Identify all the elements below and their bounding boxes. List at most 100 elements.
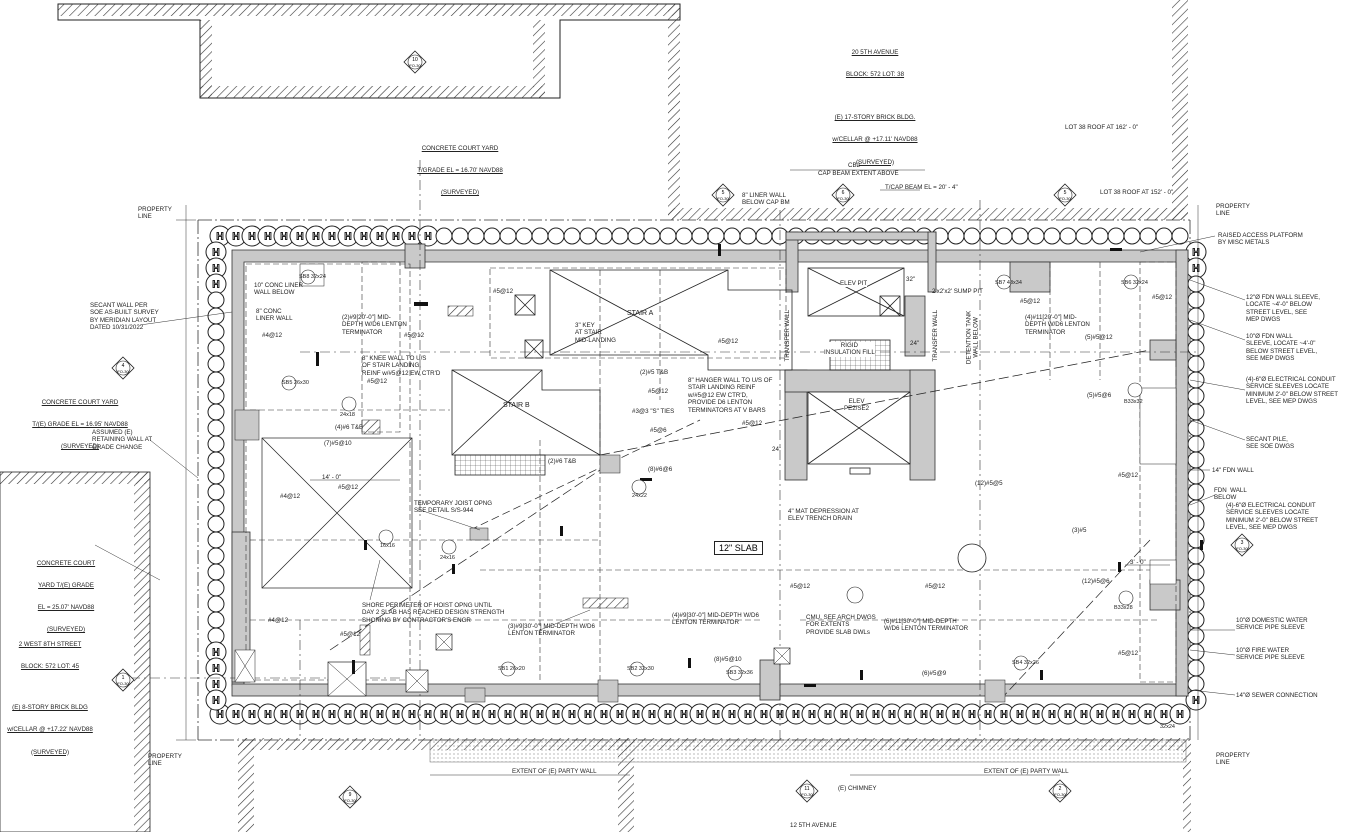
conduit-note-2: (4)-6"Ø ELECTRICAL CONDUIT SERVICE SLEEV…	[1226, 502, 1319, 532]
secant-pile	[1187, 579, 1205, 597]
secant-pile-mark: H	[1048, 710, 1055, 721]
shore-perimeter-note: SHORE PERIMETER OF HOIST OPNG UNTIL DAY …	[362, 602, 505, 624]
rebar-label: #5@12	[718, 338, 739, 345]
secant-pile	[207, 403, 225, 421]
north-bldg-surveyed: (SURVEYED)	[855, 158, 895, 166]
fire-water-note: 10"Ø FIRE WATER SERVICE PIPE SLEEVE	[1236, 647, 1305, 662]
secant-pile-mark: H	[424, 710, 431, 721]
domestic-water-note: 10"Ø DOMESTIC WATER SERVICE PIPE SLEEVE	[1236, 617, 1308, 632]
pier-tag-circle	[300, 269, 316, 285]
secant-pile	[207, 435, 225, 453]
rebar-label: #5@12	[1020, 298, 1041, 305]
section-callout-sheet: FO-30	[1054, 792, 1066, 797]
hatched-elements	[234, 263, 1177, 703]
secant-pile-mark: H	[536, 710, 543, 721]
transfer-wall-left: TRANSFER WALL	[784, 309, 792, 362]
secant-pile	[1187, 515, 1205, 533]
secant-pile-mark: H	[584, 710, 591, 721]
section-callout-number: 2	[1059, 786, 1062, 792]
west-building-outline	[0, 471, 151, 832]
secant-pile-mark: H	[344, 232, 351, 243]
pile-tag-14: 16x16	[380, 543, 395, 549]
section-callout-circle	[1234, 537, 1250, 553]
pier-tag-circle	[631, 479, 647, 495]
west-line5: (SURVEYED)	[30, 748, 70, 756]
secant-pile-mark: H	[712, 710, 719, 721]
west-line1: 2 WEST 8TH STREET	[18, 640, 82, 648]
secant-pile-mark: H	[664, 710, 671, 721]
rebar-label: (8)#5@10	[714, 656, 742, 663]
north-bldg-line2: w/CELLAR @ +17.11' NAVD88	[832, 136, 918, 144]
knee-wall-note: 8" KNEE WALL TO U/S OF STAIR LANDING, RE…	[362, 355, 441, 377]
secant-pile-mark: H	[920, 710, 927, 721]
secant-pile-mark: H	[872, 710, 879, 721]
secant-pile	[1187, 483, 1205, 501]
secant-pile-mark: H	[824, 710, 831, 721]
pile-tag-6: B33x28	[1114, 605, 1133, 611]
pier-tag-circle	[500, 661, 516, 677]
section-callout-sheet: FO-30	[117, 681, 129, 686]
secant-pile	[435, 227, 453, 245]
secant-pile-mark: H	[232, 710, 239, 721]
mid-depth-3-note: (3)#9[30'-0"] MID-DEPTH W/D6 LENTON TERM…	[508, 623, 595, 638]
west-line2: BLOCK: 572 LOT: 45	[20, 663, 80, 671]
stair-a	[514, 269, 793, 371]
dimension-lines	[176, 205, 1199, 776]
fdn-wall-below-note: FDN WALL BELOW	[1214, 487, 1247, 502]
secant-pile	[467, 227, 485, 245]
secant-pile	[643, 227, 661, 245]
secant-pile-mark: H	[424, 232, 431, 243]
lot38-roof-162: LOT 38 ROOF AT 162' - 0"	[1065, 124, 1139, 131]
s-ties-note: #3@3 "S" TIES	[632, 408, 675, 415]
secant-pile	[207, 355, 225, 373]
secant-pile	[1011, 227, 1029, 245]
secant-pile	[675, 227, 693, 245]
secant-pile-mark: H	[312, 710, 319, 721]
secant-pile	[207, 483, 225, 501]
secant-pile	[531, 227, 549, 245]
secant-pile	[1187, 323, 1205, 341]
secant-pile-mark: H	[1064, 710, 1071, 721]
secant-pile-mark: H	[1176, 710, 1183, 721]
secant-pile-mark: H	[376, 232, 383, 243]
dimension-3ft: 3' - 0"	[1130, 559, 1146, 566]
court-top-line3: (SURVEYED)	[440, 189, 480, 197]
secant-pile	[659, 227, 677, 245]
secant-pile-mark: H	[216, 232, 223, 243]
rigid-insulation-label: RIGID INSULATION FILL	[824, 342, 875, 357]
secant-pile-mark: H	[632, 710, 639, 721]
secant-pile-mark: H	[744, 710, 751, 721]
stair-a-label: STAIR A	[627, 310, 654, 317]
detention-wall-label: DETENTION TANK WALL BELOW	[965, 310, 980, 365]
secant-pile-mark: H	[1016, 710, 1023, 721]
pier-tag-circle	[341, 396, 357, 412]
court-yard-top: CONCRETE COURT YARD T/GRADE EL = 16.70' …	[400, 130, 520, 204]
secant-pile	[1187, 659, 1205, 677]
secant-pile-mark: H	[792, 710, 799, 721]
raised-access-note: RAISED ACCESS PLATFORM BY MISC METALS	[1218, 232, 1303, 247]
pier-tag-circle	[1118, 590, 1134, 606]
sleeve-10-note: 10"Ø FDN WALL SLEEVE, LOCATE ~4'-0" BELO…	[1246, 333, 1318, 363]
secant-pile-mark: H	[1112, 710, 1119, 721]
secant-pile-mark: H	[1160, 710, 1167, 721]
secant-pile	[947, 227, 965, 245]
dimension-32in: 32"	[906, 276, 916, 283]
secant-pile-mark: H	[648, 710, 655, 721]
rebar-label: (3)#5	[1072, 527, 1087, 534]
rebar-label: (6)#5@9	[922, 670, 947, 677]
secant-pile	[207, 499, 225, 517]
secant-pile-mark: H	[212, 680, 219, 691]
north-address: 20 5TH AVENUE	[851, 48, 899, 56]
secant-pile	[499, 227, 517, 245]
temp-joist-note: TEMPORARY JOIST OPNG SEE DETAIL S/S-944	[414, 500, 493, 515]
rebar-label: #5@12	[648, 388, 669, 395]
mid-depth-4b-note: (4)#11[20'-0"] MID- DEPTH W/D6 LENTON TE…	[1025, 314, 1090, 336]
secant-pile-mark: H	[212, 648, 219, 659]
foundation-walls	[231, 231, 1189, 701]
secant-pile-mark: H	[1192, 696, 1199, 707]
pier-tag-circle	[629, 661, 645, 677]
section-callout-circle	[799, 783, 815, 799]
secant-pile	[563, 227, 581, 245]
secant-pile-note: SECANT PILE, SEE SOE DWGS	[1246, 436, 1295, 451]
sleeve-12-note: 12"Ø FDN WALL SLEEVE, LOCATE ~4'-0" BELO…	[1246, 294, 1320, 324]
